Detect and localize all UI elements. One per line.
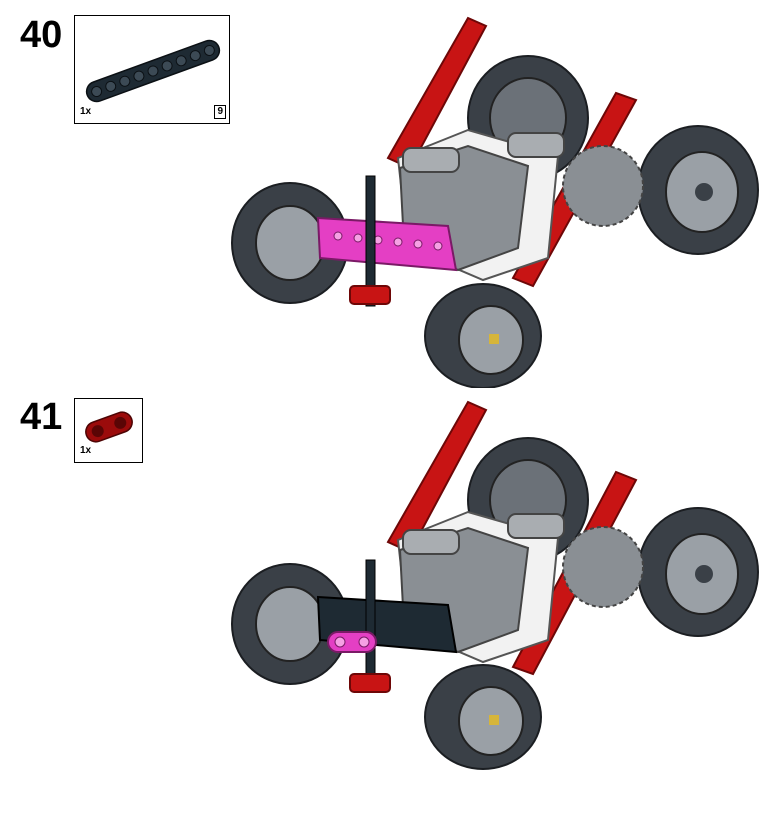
technic-beam-9-icon <box>85 39 221 103</box>
new-part-beam <box>316 216 458 272</box>
tire-icon <box>424 283 542 388</box>
tire-icon <box>424 664 542 770</box>
model-render-step-40 <box>231 16 759 388</box>
technic-connector-icon <box>85 411 133 443</box>
tire-icon <box>637 507 759 637</box>
new-part-connector <box>327 631 377 653</box>
step-number-40: 40 <box>20 14 63 56</box>
part-quantity: 1x <box>80 445 92 456</box>
tire-icon <box>231 182 349 304</box>
parts-callout-41: 1x <box>74 398 143 463</box>
part-quantity: 1x <box>80 106 92 117</box>
part-length-badge: 9 <box>214 105 226 119</box>
tire-icon <box>231 563 349 685</box>
model-render-step-41 <box>231 400 759 770</box>
tire-icon <box>637 125 759 255</box>
parts-callout-40: 1x 9 <box>74 15 230 124</box>
step-number-41: 41 <box>20 396 63 438</box>
